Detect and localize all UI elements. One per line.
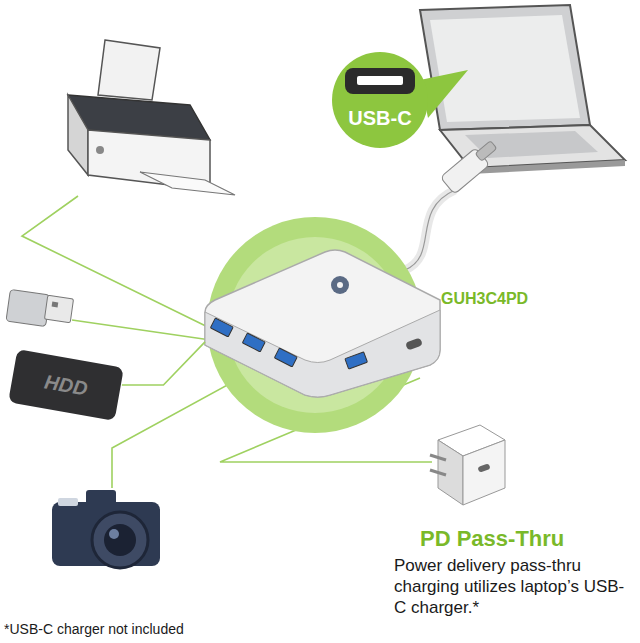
flash-drive <box>6 289 74 326</box>
hub-node: GUH3C4PD <box>205 252 437 397</box>
node-text: HDD <box>43 370 90 400</box>
usb-c-callout: USB-C <box>325 52 435 148</box>
node-text: USB-C <box>325 107 435 130</box>
callout-bubble <box>325 52 435 148</box>
hub <box>205 250 440 397</box>
printer <box>68 40 235 195</box>
footnote: *USB-C charger not included <box>4 621 334 637</box>
feature-description: Power delivery pass-thru charging utiliz… <box>394 555 630 618</box>
usb-c-cable <box>405 141 497 270</box>
feature-heading: PD Pass-Thru <box>420 526 635 552</box>
camera <box>52 490 160 568</box>
hdd-device: HDD <box>8 349 124 421</box>
node-text: GUH3C4PD <box>441 290 528 308</box>
laptop <box>420 5 625 174</box>
usb-c-charger <box>430 425 505 505</box>
connector-line <box>122 342 205 385</box>
